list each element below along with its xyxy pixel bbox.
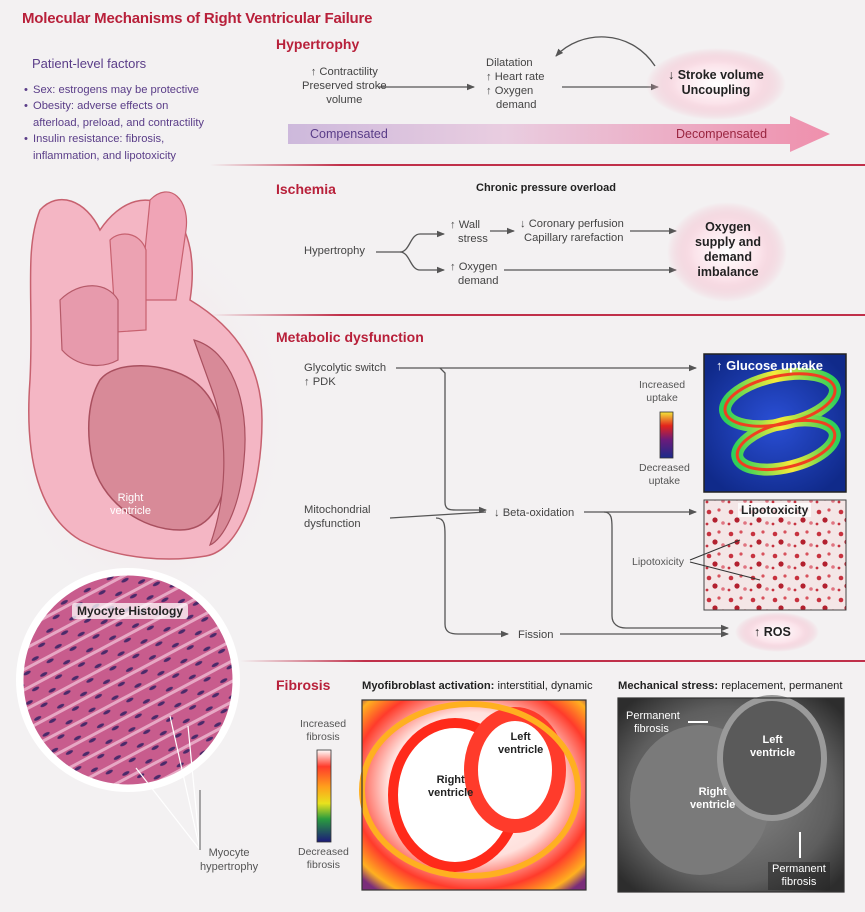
coronary-perfusion-label: ↓ Coronary perfusion Capillary rarefacti… (520, 218, 624, 244)
section-fibrosis: Fibrosis (276, 677, 331, 693)
uptake-scale-bottom: Decreased uptake (639, 462, 690, 487)
mri-lv-label: Left ventricle (750, 734, 796, 759)
myocyte-hypertrophy-label: Myocyte hypertrophy (200, 847, 259, 873)
myofibroblast-caption: Myofibroblast activation: interstitial, … (362, 680, 593, 692)
fission-label: Fission (518, 629, 554, 641)
patient-factor-item: Insulin resistance: fibrosis, inflammati… (24, 131, 224, 164)
stroke-volume-result: ↓ Stroke volume Uncoupling (668, 68, 764, 97)
fibrosis-scale-top: Increased fibrosis (300, 718, 347, 743)
lipotoxicity-pointer-label: Lipotoxicity (632, 556, 684, 568)
uptake-scale-top: Increased uptake (639, 379, 686, 404)
glycolytic-switch-label: Glycolytic switch ↑ PDK (304, 362, 387, 388)
ischemia-start: Hypertrophy (304, 245, 365, 257)
fibrosis-lv-label: Left ventricle (498, 731, 544, 756)
patient-factors-heading: Patient-level factors (32, 56, 147, 71)
ischemia-subheading: Chronic pressure overload (476, 182, 616, 194)
glucose-uptake-label: ↑ Glucose uptake (716, 358, 823, 373)
patient-factors-list: Sex: estrogens may be protective Obesity… (24, 82, 224, 164)
fibrosis-rv-label: Right ventricle (428, 774, 474, 799)
decompensated-label: Decompensated (676, 127, 768, 141)
mito-dysfunction-label: Mitochondrial dysfunction (304, 504, 371, 530)
oxygen-demand-label: ↑ Oxygen demand (450, 261, 499, 287)
lipotoxicity-image-title: Lipotoxicity (738, 503, 812, 517)
page-title: Molecular Mechanisms of Right Ventricula… (22, 10, 373, 27)
fibrosis-scale-bottom: Decreased fibrosis (298, 846, 349, 871)
oxygen-imbalance-result: Oxygen supply and demand imbalance (695, 220, 761, 279)
ros-result: ↑ ROS (754, 625, 791, 639)
mri-permanent-fibrosis-top: Permanent fibrosis (626, 710, 680, 735)
section-ischemia: Ischemia (276, 181, 336, 197)
hypertrophy-compensated-effects: ↑ Contractility Preserved stroke volume (302, 66, 387, 106)
compensated-label: Compensated (310, 127, 388, 141)
histology-label: Myocyte Histology (72, 603, 189, 619)
wall-stress-label: ↑ Wall stress (450, 219, 488, 245)
section-hypertrophy: Hypertrophy (276, 36, 360, 52)
mri-rv-label: Right ventricle (690, 786, 736, 811)
section-metabolic: Metabolic dysfunction (276, 329, 424, 345)
heart-rv-label: Right ventricle (110, 492, 151, 517)
hypertrophy-dilatation-effects: Dilatation ↑ Heart rate ↑ Oxygen demand (486, 57, 545, 111)
mechanical-stress-caption: Mechanical stress: replacement, permanen… (618, 680, 843, 692)
beta-oxidation-label: ↓ Beta-oxidation (494, 507, 575, 519)
heart-illustration (28, 191, 263, 560)
patient-factor-item: Obesity: adverse effects on afterload, p… (24, 98, 224, 131)
mri-permanent-fibrosis-bottom: Permanent fibrosis (768, 862, 830, 890)
patient-factor-item: Sex: estrogens may be protective (24, 82, 224, 99)
